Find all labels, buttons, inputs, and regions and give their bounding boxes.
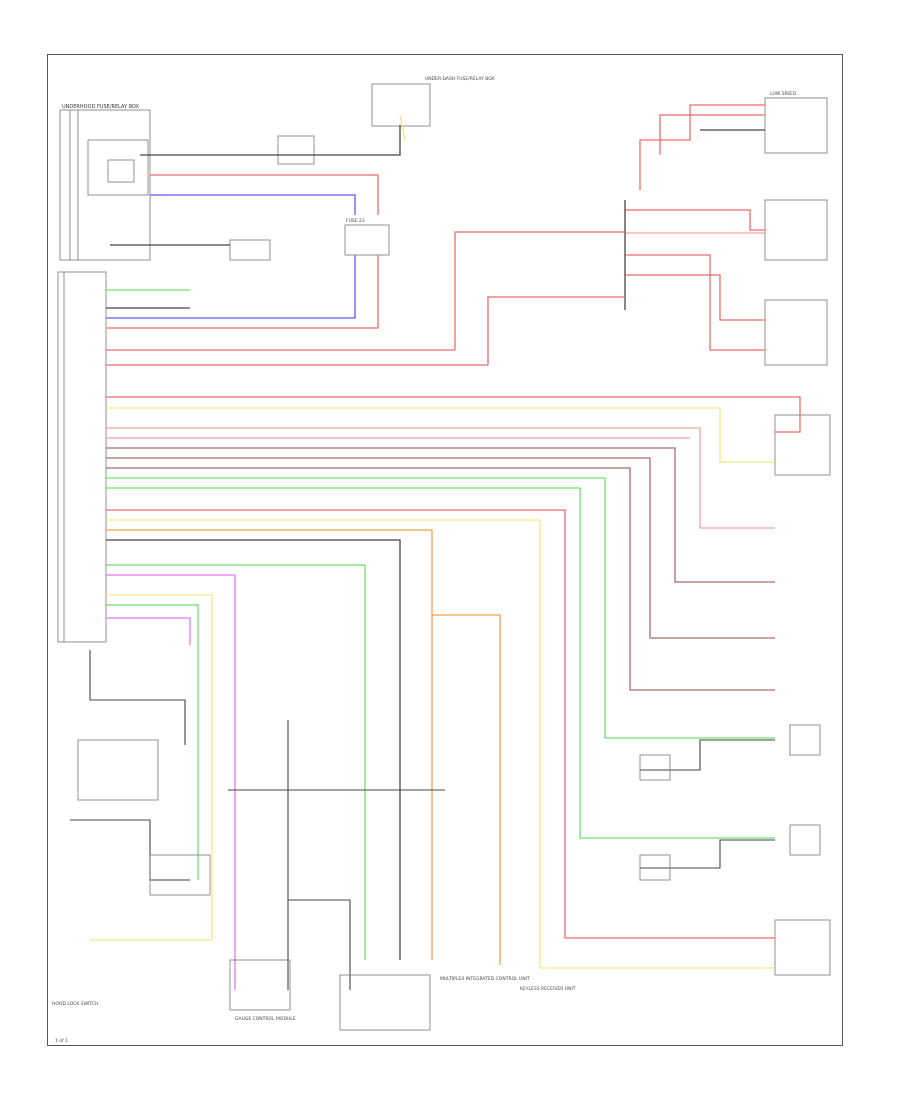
label-mid-center-box: FUSE 23 — [346, 218, 365, 224]
wires-main — [90, 255, 801, 990]
connector-main-left — [57, 271, 107, 643]
label-bottom-center-unit2: MULTIPLEX INTEGRATED CONTROL UNIT — [440, 976, 530, 982]
lower-components — [77, 724, 821, 1031]
diagram-frame — [47, 54, 843, 1046]
connector-top-left — [59, 109, 151, 261]
label-bottom-left-switch: HOOD LOCK SWITCH — [52, 1001, 98, 1007]
wires-lower — [70, 650, 775, 990]
label-bottom-right-unit: KEYLESS RECEIVER UNIT — [520, 986, 576, 992]
page-number: 1 of 1 — [55, 1038, 68, 1044]
label-box-right-top: LOW SPEED — [770, 91, 797, 97]
wires-top — [110, 104, 765, 365]
label-bottom-center-unit: GAUGE CONTROL MODULE — [235, 1016, 296, 1022]
label-top-left-block: UNDERHOOD FUSE/RELAY BOX — [62, 104, 140, 110]
label-top-center-box: UNDER-DASH FUSE/RELAY BOX — [425, 76, 495, 82]
